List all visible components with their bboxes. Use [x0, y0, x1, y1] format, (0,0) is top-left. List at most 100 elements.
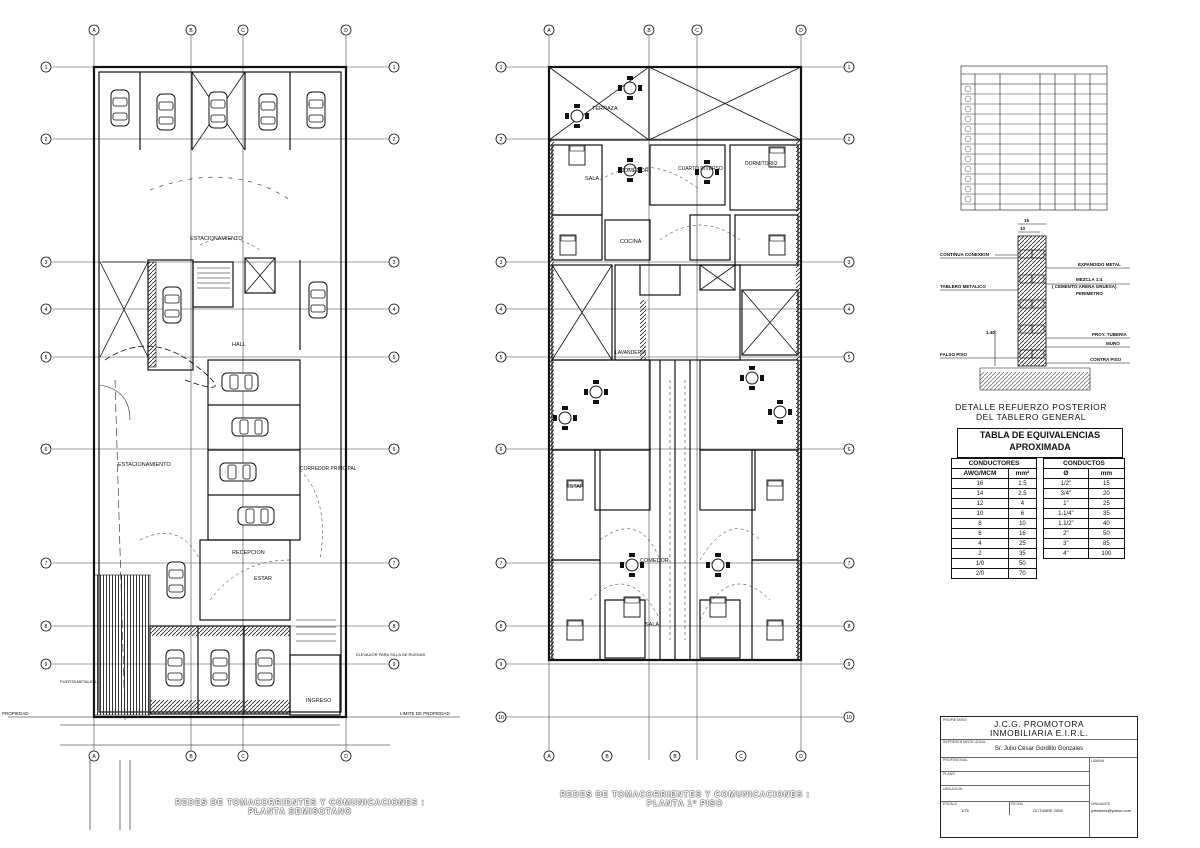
grid-bubble: D [340, 750, 352, 762]
equivalence-table-small [960, 65, 1108, 211]
conductos-cell: 85 [1087, 538, 1126, 549]
col-diam: Ø [1043, 468, 1089, 479]
conductos-cell: 2" [1043, 528, 1089, 539]
svg-text:6: 6 [45, 447, 48, 453]
grid-bubble: 10 [843, 711, 855, 723]
grid-bubble: 2 [388, 133, 400, 145]
grid-bubble: 1 [388, 61, 400, 73]
conductos-cell: 1.1/4" [1043, 508, 1089, 519]
svg-text:D: D [344, 28, 348, 34]
detail-caption: DETALLE REFUERZO POSTERIOR DEL TABLERO G… [936, 402, 1126, 422]
label-estar: ESTAR [254, 576, 272, 582]
detail-cemento: ( CEMENTO:ARENA GRUESA) [1052, 284, 1117, 289]
conductos-cell: 4" [1043, 548, 1089, 559]
label-hall: HALL [232, 342, 246, 348]
tb-fecha: OCTUBRE 2008 [1033, 808, 1063, 813]
conductos-row: 1.1/2"40 [1043, 518, 1126, 529]
grid-bubble: 1 [495, 61, 507, 73]
equivalence-table-title: TABLA DE EQUIVALENCIAS APROXIMADA [957, 428, 1123, 458]
tb-dibujante: jcrtestera@yahoo.com [1091, 808, 1132, 813]
tb-label-dibujante: DIBUJANTE [1091, 802, 1111, 806]
grid-bubble: 5 [40, 351, 52, 363]
conductos-cell: 100 [1087, 548, 1126, 559]
svg-text:3: 3 [393, 260, 396, 266]
label-recepcion: RECEPCION [232, 550, 265, 556]
svg-text:A: A [92, 754, 96, 760]
conductos-row: 1"25 [1043, 498, 1126, 509]
conductos-cell: 50 [1087, 528, 1126, 539]
grid-bubble: B [185, 750, 197, 762]
grid-bubble: 4 [388, 303, 400, 315]
conductos-row: 3"85 [1043, 538, 1126, 549]
svg-text:D: D [344, 754, 348, 760]
label-comedor-b: COMEDOR [640, 558, 669, 564]
grid-bubble: D [340, 24, 352, 36]
label-limite-propiedad: LIMITE DE PROPIEDAD [400, 711, 451, 716]
grid-bubble: 4 [40, 303, 52, 315]
plan-right-title-line1: REDES DE TOMACORRIENTES Y COMUNICACIONES… [559, 790, 811, 799]
label-ingreso: INGRESO [306, 698, 332, 704]
detail-tablero: TABLERO METALICO [940, 284, 986, 289]
conductos-cell: 3/4" [1043, 488, 1089, 499]
svg-text:B: B [189, 28, 193, 34]
grid-bubble: B [643, 24, 655, 36]
detail-expandido: EXPANDIDO METAL [1078, 262, 1121, 267]
grid-bubble: 2 [495, 133, 507, 145]
grid-bubble: A [543, 24, 555, 36]
svg-text:9: 9 [393, 662, 396, 668]
detail-falso-piso: FALSO PISO [940, 352, 968, 357]
svg-text:4: 4 [45, 307, 48, 313]
svg-text:A: A [547, 28, 551, 34]
svg-text:1: 1 [848, 65, 851, 71]
label-cocina: COCINA [620, 239, 642, 245]
grid-bubble: 3 [843, 256, 855, 268]
conductos-row: 4"100 [1043, 548, 1126, 559]
conductos-cell: 1.1/2" [1043, 518, 1089, 529]
svg-text:D: D [799, 754, 803, 760]
grid-bubble: 5 [495, 351, 507, 363]
conductores-cell: 10 [951, 508, 1009, 519]
svg-text:3: 3 [45, 260, 48, 266]
label-lavanderia: LAVANDERIA [615, 350, 647, 356]
svg-text:2: 2 [848, 137, 851, 143]
grid-bubble: A [88, 750, 100, 762]
conductos-row: 3/4"20 [1043, 488, 1126, 499]
svg-text:B: B [673, 754, 677, 760]
grid-bubble: 1 [843, 61, 855, 73]
conductores-cell: 6 [951, 528, 1009, 539]
grid-bubble: A [543, 750, 555, 762]
conductos-cell: 25 [1087, 498, 1126, 509]
svg-text:9: 9 [45, 662, 48, 668]
detail-proy: PROY. TUBERIA [1092, 332, 1128, 337]
svg-text:6: 6 [848, 447, 851, 453]
conductores-cell: 14 [951, 488, 1009, 499]
svg-text:B: B [605, 754, 609, 760]
tb-label-propietario: PROPIETARIO [943, 718, 967, 722]
grid-bubble: C [237, 24, 249, 36]
tb-label-ubicacion: UBICACION [943, 787, 963, 791]
grid-bubble: D [795, 24, 807, 36]
svg-text:1: 1 [393, 65, 396, 71]
tb-company-line1: J.C.G. PROMOTORA [993, 719, 1085, 729]
plan-right-title: REDES DE TOMACORRIENTES Y COMUNICACIONES… [540, 790, 830, 808]
tb-label-lamina: LAMINA [1091, 759, 1105, 763]
svg-text:C: C [241, 28, 245, 34]
label-puerta-metalica: PUERTA METALICA [60, 679, 97, 684]
tb-label-plano: PLANO [943, 772, 955, 776]
label-cuarto-diverso: CUARTO DIVERSO [678, 166, 723, 172]
svg-text:3: 3 [500, 260, 503, 266]
label-corredor: CORREDOR PRINCIPAL [300, 466, 357, 472]
label-estacionamiento-mid: ESTACIONAMIENTO [118, 462, 171, 468]
conductos-cell: 20 [1087, 488, 1126, 499]
svg-text:C: C [739, 754, 743, 760]
tb-representante: Sr. Julio César Gordillo Gonzales [994, 746, 1084, 752]
conductores-cell: 2 [951, 548, 1009, 559]
grid-bubble: 10 [495, 711, 507, 723]
conductores-cell: 1/0 [951, 558, 1009, 569]
